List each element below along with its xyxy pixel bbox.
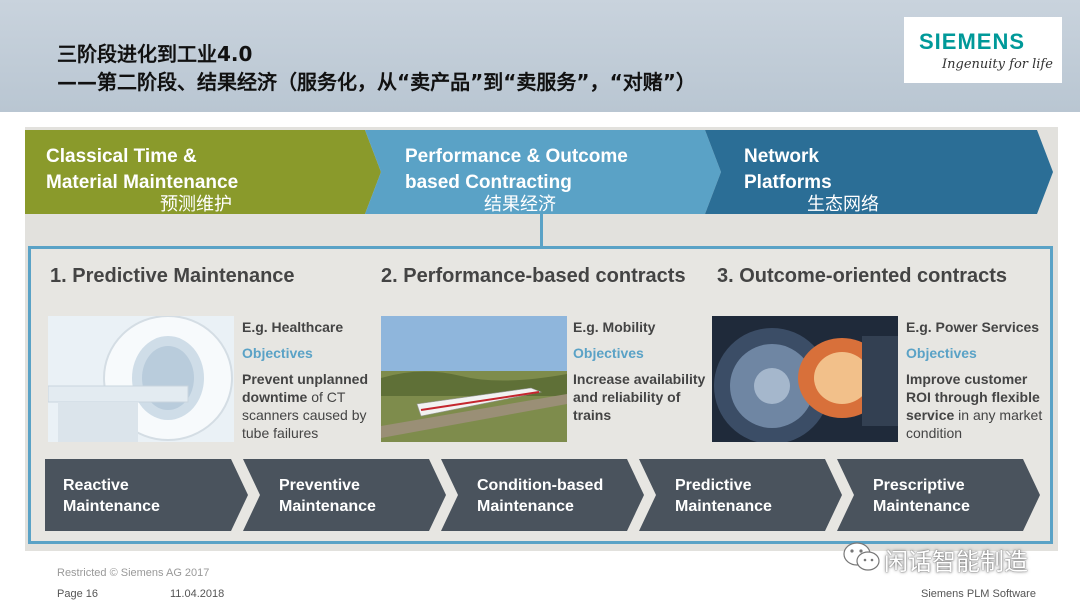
header-band xyxy=(0,0,1080,112)
high-speed-train-photo xyxy=(381,316,567,442)
stage-prescriptive: Prescriptive Maintenance xyxy=(873,477,970,515)
objective-description: Prevent unplanned downtime of CT scanner… xyxy=(242,371,369,441)
ct-scanner-photo xyxy=(48,316,234,442)
slide-subtitle: ——第二阶段、结果经济（服务化，从“卖产品”到“卖服务”，“对赌”） xyxy=(57,70,696,94)
stage-preventive: Preventive Maintenance xyxy=(279,477,376,515)
phase-sub-classical: 预测维护 xyxy=(160,194,232,215)
logo-tagline: Ingenuity for life xyxy=(942,57,1053,72)
column-text-predictive: E.g. Healthcare Objectives Prevent unpla… xyxy=(242,318,382,442)
phase-label-classical: Classical Time & Material Maintenance xyxy=(46,146,239,193)
stage-reactive: Reactive Maintenance xyxy=(63,477,160,515)
maintenance-stage-chevrons xyxy=(45,459,1040,531)
phase-sub-network: 生态网络 xyxy=(807,194,879,215)
column-text-outcome: E.g. Power Services Objectives Improve c… xyxy=(906,318,1046,442)
stage-condition-based: Condition-based Maintenance xyxy=(477,477,604,515)
gas-turbine-photo xyxy=(712,316,898,442)
example-healthcare: E.g. Healthcare xyxy=(242,319,344,335)
objectives-label: Objectives xyxy=(242,345,313,361)
phase-chevrons xyxy=(25,130,1053,214)
phase-label-performance: Performance & Outcome based Contracting xyxy=(405,146,628,193)
footer-page-number: Page 16 xyxy=(57,588,98,600)
stage-chevron-5 xyxy=(837,459,1040,531)
column-title-outcome: 3. Outcome-oriented contracts xyxy=(717,265,1008,287)
watermark-text: 闲话智能制造 xyxy=(884,548,1028,576)
phase-chevron-1 xyxy=(25,130,381,214)
phase-label-network: Network Platforms xyxy=(744,146,832,193)
example-power-services: E.g. Power Services xyxy=(906,319,1040,335)
phase-chevron-3 xyxy=(705,130,1053,214)
stage-chevron-4 xyxy=(639,459,842,531)
slide-title: 三阶段进化到工业4.0 xyxy=(57,42,253,66)
stage-chevron-1 xyxy=(45,459,248,531)
wechat-icon xyxy=(843,542,880,571)
objective-description: Increase availability and reliability of… xyxy=(573,371,706,423)
stage-chevron-3 xyxy=(441,459,644,531)
footer-company: Siemens PLM Software xyxy=(921,588,1036,600)
objectives-label: Objectives xyxy=(906,345,977,361)
stage-chevron-2 xyxy=(243,459,446,531)
phase-connector xyxy=(540,213,543,247)
column-text-performance: E.g. Mobility Objectives Increase availa… xyxy=(573,318,713,424)
column-title-predictive: 1. Predictive Maintenance xyxy=(50,265,295,287)
phase-chevron-2 xyxy=(365,130,721,214)
objective-description: Improve customer ROI through flexible se… xyxy=(906,371,1043,441)
phase-sub-performance: 结果经济 xyxy=(484,194,556,215)
example-mobility: E.g. Mobility xyxy=(573,319,656,335)
footer-date: 11.04.2018 xyxy=(170,588,225,600)
footer-restricted: Restricted © Siemens AG 2017 xyxy=(57,567,210,579)
siemens-logo: SIEMENS Ingenuity for life xyxy=(904,17,1062,83)
objectives-label: Objectives xyxy=(573,345,644,361)
stage-predictive: Predictive Maintenance xyxy=(675,477,772,515)
column-title-performance: 2. Performance-based contracts xyxy=(381,265,686,287)
logo-wordmark: SIEMENS xyxy=(919,29,1026,54)
